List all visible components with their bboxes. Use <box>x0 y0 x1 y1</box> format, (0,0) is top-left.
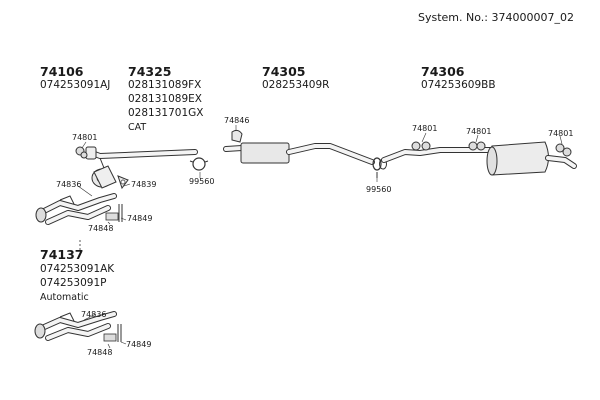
group-note-cat: CAT <box>128 122 147 133</box>
rubber-mount-74801-d <box>555 143 572 157</box>
system-number: System. No.: 374000007_02 <box>418 11 574 24</box>
part-number: 028131701GX <box>128 107 204 119</box>
part-number: 074253609BB <box>421 79 496 91</box>
hanger-74846 <box>231 129 243 143</box>
part-number: 074253091AJ <box>40 79 111 91</box>
part-number: 028253409R <box>262 79 330 91</box>
group-id-74325: 74325 <box>128 64 172 79</box>
gasket-74839 <box>117 175 129 190</box>
middle-silencer-74305 <box>223 142 375 165</box>
group-note-automatic: Automatic <box>40 292 89 303</box>
callout-74801: 74801 <box>72 133 98 142</box>
callout-74801: 74801 <box>466 127 492 136</box>
callout-74848: 74848 <box>88 224 114 233</box>
down-pipe-automatic-74137 <box>34 311 122 342</box>
rubber-mount-74801-a <box>75 146 88 159</box>
part-number: 074253091AK <box>40 263 115 275</box>
down-pipe <box>35 193 123 225</box>
leader-lines <box>77 125 563 349</box>
group-id-74306: 74306 <box>421 64 465 79</box>
callout-74849: 74849 <box>127 214 153 223</box>
callout-74801: 74801 <box>412 124 438 133</box>
callout-74848: 74848 <box>87 348 113 357</box>
rear-silencer-74306 <box>381 141 577 176</box>
rubber-mount-74801-c <box>468 141 486 151</box>
group-id-74106: 74106 <box>40 64 84 79</box>
catalytic-converter-74325 <box>91 157 117 189</box>
callout-99560: 99560 <box>366 185 392 194</box>
front-pipe-74106 <box>85 146 198 160</box>
rubber-mount-74801-b <box>411 141 431 151</box>
part-number: 028131089EX <box>128 93 202 105</box>
callout-74836: 74836 <box>56 180 82 189</box>
part-number: 074253091P <box>40 277 107 289</box>
callout-74846: 74846 <box>224 116 250 125</box>
group-id-74137: 74137 <box>40 247 84 262</box>
callout-74801: 74801 <box>548 129 574 138</box>
callout-74839: 74839 <box>131 180 157 189</box>
callout-99560: 99560 <box>189 177 215 186</box>
callout-74836: 74836 <box>81 310 107 319</box>
group-id-74305: 74305 <box>262 64 306 79</box>
clamp-99560-a <box>189 157 209 171</box>
callout-74849: 74849 <box>126 340 152 349</box>
part-number: 028131089FX <box>128 79 202 91</box>
